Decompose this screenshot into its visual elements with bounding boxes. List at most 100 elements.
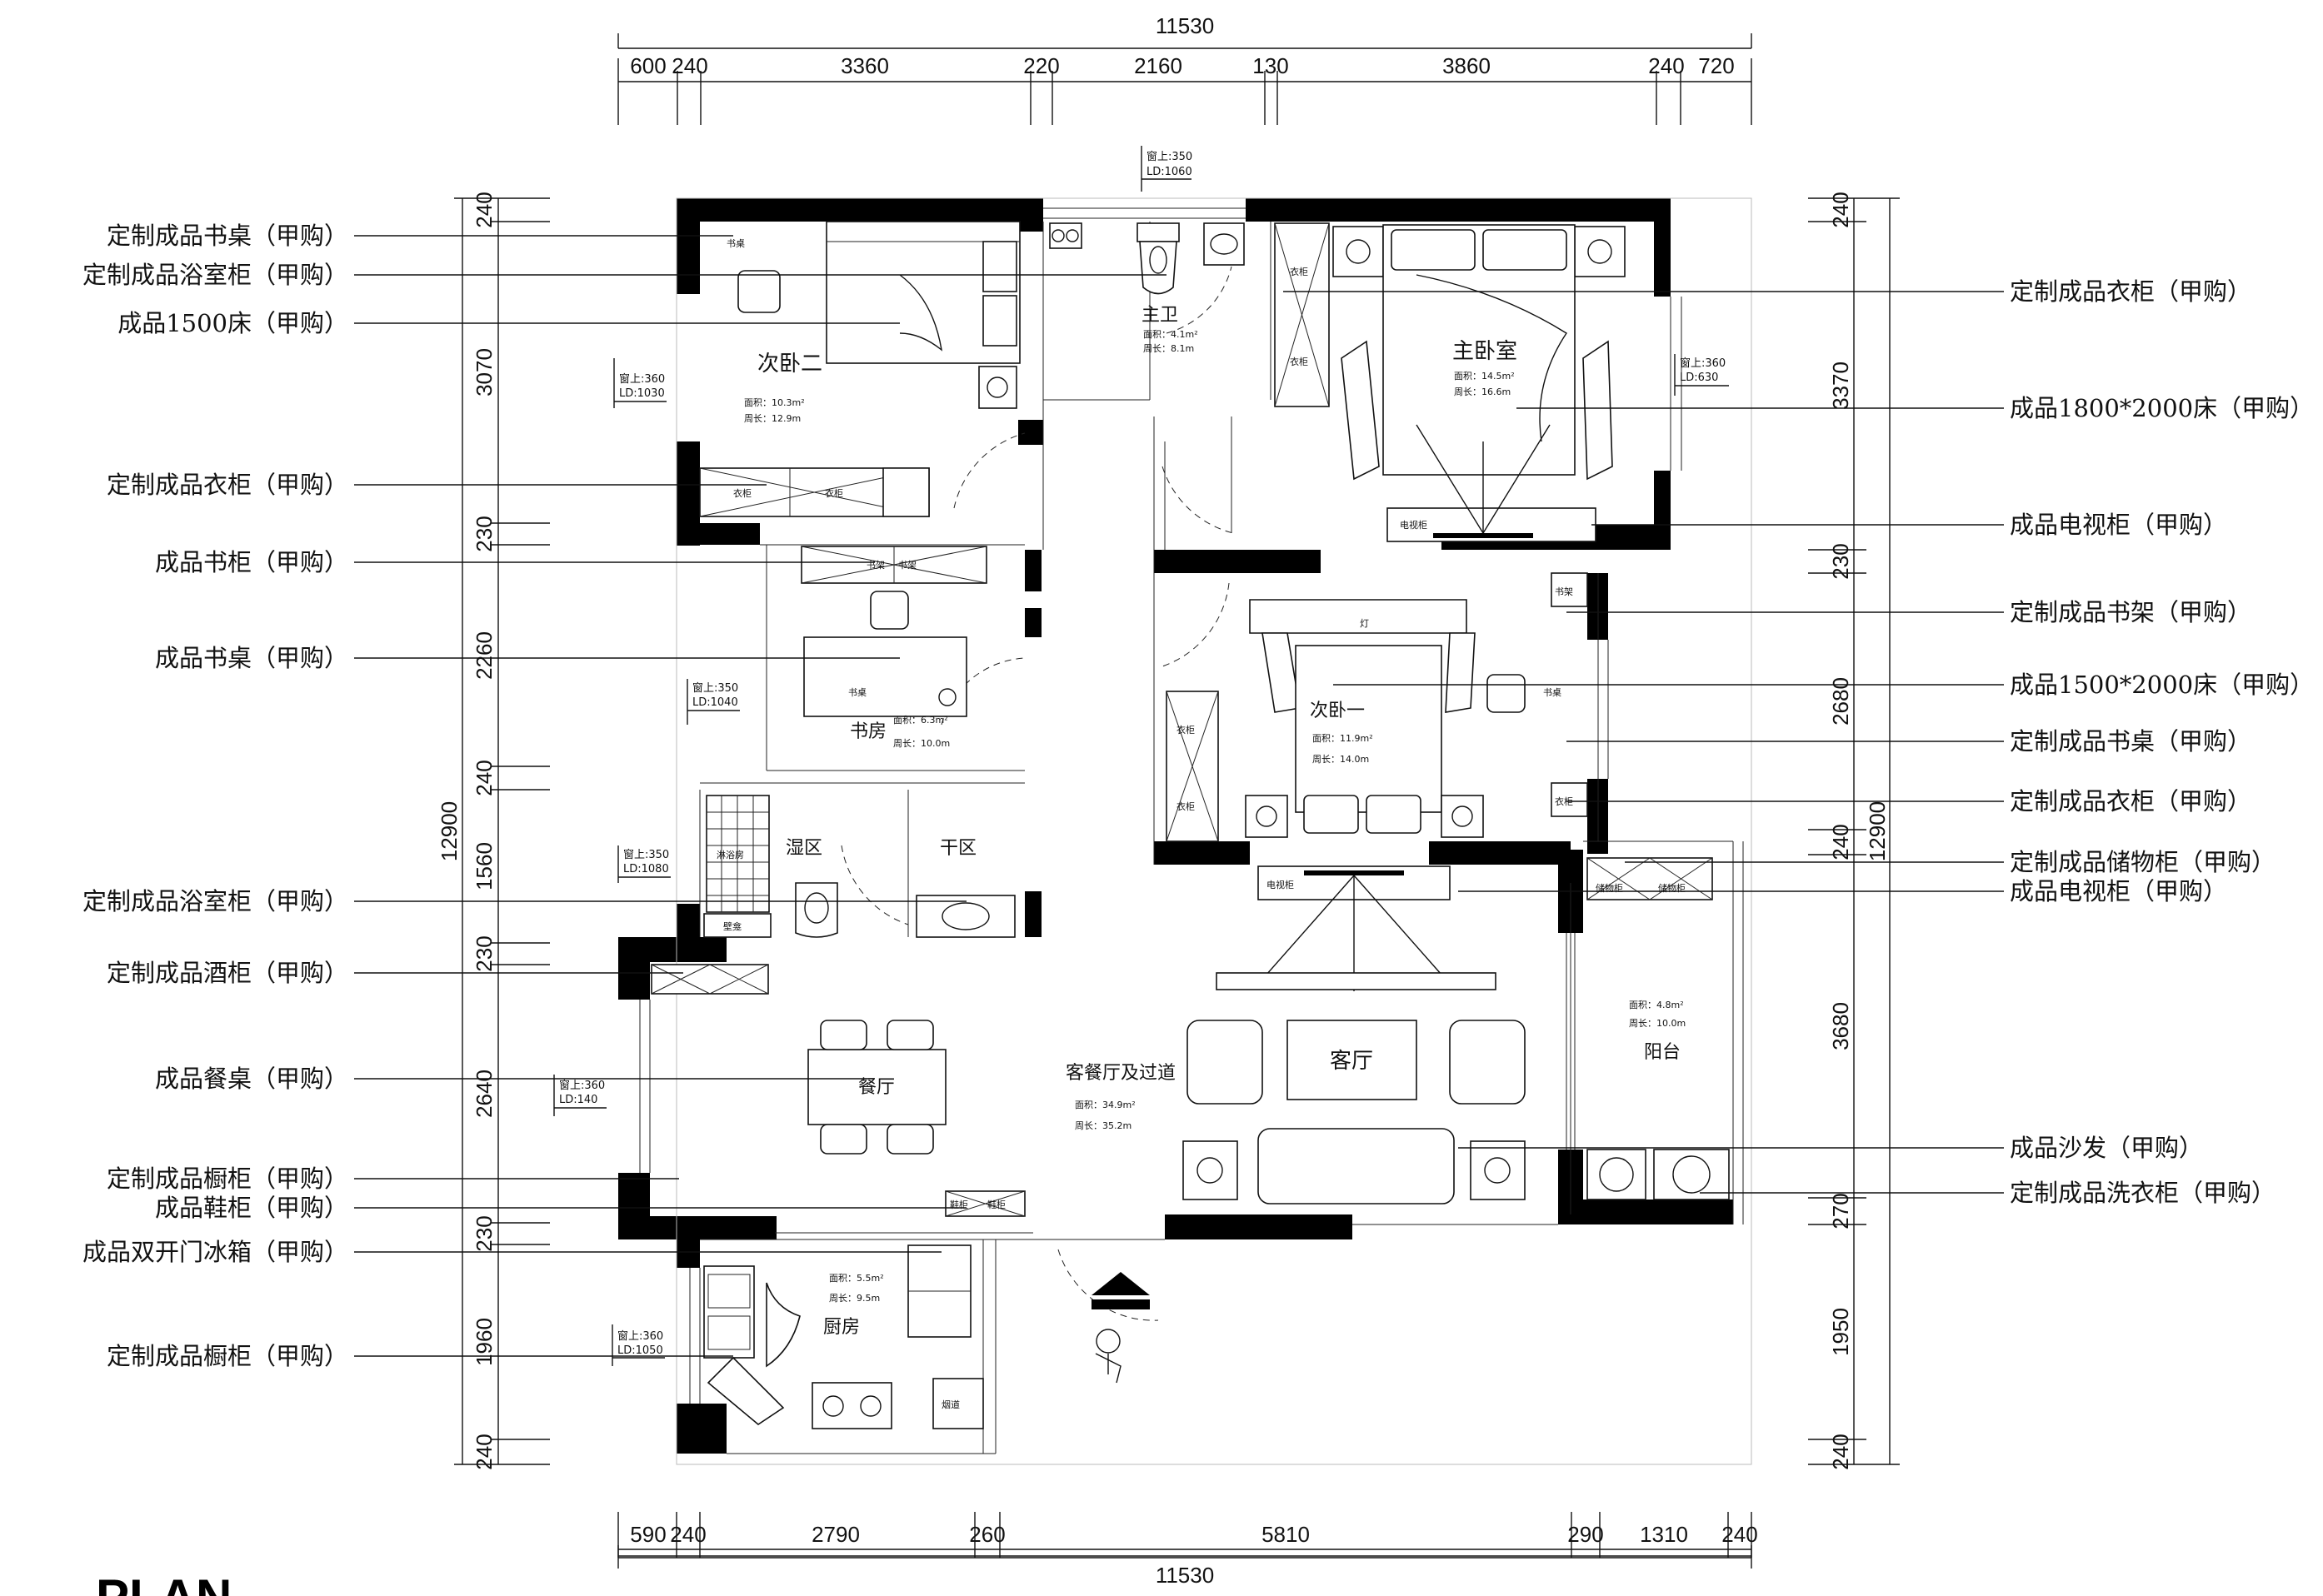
bedroom1-bookshelf-tag: 书架	[1555, 586, 1573, 597]
kitchen-furniture: 烟道 厨房 面积：5.5m² 周长：9.5m	[703, 1244, 984, 1429]
dining-name: 餐厅	[858, 1077, 895, 1098]
top-dim-9: 720	[1698, 53, 1734, 78]
door-swings	[841, 266, 1234, 1321]
right-dim-6: 3680	[1828, 1002, 1853, 1050]
svg-text:LD:1080: LD:1080	[623, 863, 669, 875]
right-label-wardrobe-2: 定制成品衣柜（甲购）	[2010, 787, 2251, 815]
bedroom2-furniture: 书桌 衣柜 衣柜	[699, 221, 1021, 517]
svg-text:窗上:360: 窗上:360	[1680, 357, 1726, 370]
bedroom2-labels: 次卧二 面积：10.3m² 周长：12.9m	[744, 352, 822, 424]
bottom-dim-2: 240	[670, 1522, 706, 1547]
right-dim-1: 240	[1828, 192, 1853, 227]
svg-text:LD:1040: LD:1040	[692, 696, 738, 709]
top-dim-5: 2160	[1134, 53, 1182, 78]
right-label-laundry-cabinet: 定制成品洗衣柜（甲购）	[2010, 1179, 2276, 1207]
top-dim-1: 600	[630, 53, 666, 78]
master-bedroom-name: 主卧室	[1452, 339, 1517, 364]
left-label-bookcase: 成品书柜（甲购）	[155, 548, 348, 576]
bedroom1-area: 面积：11.9m²	[1312, 733, 1373, 744]
left-dim-7: 230	[472, 935, 497, 971]
bedroom1-wardrobe-tag: 衣柜	[1176, 724, 1195, 736]
top-dim-6: 130	[1252, 53, 1288, 78]
study-area: 面积：6.3m²	[893, 715, 948, 726]
kitchen-area: 面积：5.5m²	[829, 1273, 884, 1284]
bedroom2-perimeter: 周长：12.9m	[744, 413, 801, 424]
svg-text:窗上:360: 窗上:360	[559, 1079, 605, 1092]
left-label-bath-cabinet: 定制成品浴室柜（甲购）	[82, 261, 348, 289]
window-tag-3: 窗上:360 LD:630	[1674, 354, 1729, 396]
bath-furniture: 淋浴房 壁龛 湿区 干区	[703, 795, 1016, 938]
window-tag-1: 窗上:350 LD:1060	[1141, 146, 1192, 192]
svg-text:窗上:350: 窗上:350	[692, 681, 738, 695]
living-dining-area: 面积：34.9m²	[1075, 1100, 1136, 1110]
left-total-dim: 12900	[437, 801, 462, 861]
bedroom2-desk-tag: 书桌	[727, 238, 745, 249]
master-bedroom-furniture: 衣柜 衣柜 主卧室 面积：14.5m² 周长：16.6m 电视柜	[1274, 222, 1626, 542]
right-dim-3: 230	[1828, 543, 1853, 579]
svg-text:LD:140: LD:140	[559, 1094, 597, 1106]
bottom-dim-6: 290	[1567, 1522, 1603, 1547]
window-tags: 窗上:350 LD:1060 窗上:360 LD:1030 窗上:360 LD:…	[553, 146, 1729, 1366]
bedroom1-wardrobe-tag-3: 衣柜	[1555, 796, 1573, 807]
left-dim-6: 1560	[472, 842, 497, 890]
right-dim-7: 270	[1828, 1193, 1853, 1229]
right-dim-8: 1950	[1828, 1308, 1853, 1356]
bedroom2-name: 次卧二	[757, 352, 822, 377]
svg-text:LD:1030: LD:1030	[619, 387, 665, 400]
window-tag-5: 窗上:350 LD:1080	[617, 845, 671, 883]
left-label-study-desk: 成品书桌（甲购）	[155, 644, 348, 672]
living-dining-name: 客餐厅及过道	[1066, 1063, 1176, 1084]
right-label-tv-cabinet: 成品电视柜（甲购）	[2010, 511, 2227, 539]
master-bedroom-area: 面积：14.5m²	[1454, 371, 1515, 382]
right-label-sofa: 成品沙发（甲购）	[2010, 1134, 2203, 1162]
flue-tag: 烟道	[942, 1399, 960, 1410]
bottom-dim-3: 2790	[812, 1522, 860, 1547]
bottom-dim-8: 240	[1721, 1522, 1757, 1547]
shoe-cabinet-tag: 鞋柜	[950, 1199, 968, 1210]
left-label-bath-cabinet-2: 定制成品浴室柜（甲购）	[82, 887, 348, 915]
bedroom2-area: 面积：10.3m²	[744, 397, 805, 408]
balcony-storage-tag-2: 储物柜	[1658, 882, 1686, 894]
study-name: 书房	[850, 721, 887, 742]
bottom-dimensions: 11530 590 240 2790 260 5810 290 1310 240	[617, 1512, 1758, 1588]
walls	[618, 198, 1733, 1454]
bottom-dim-7: 1310	[1640, 1522, 1688, 1547]
top-dim-4: 220	[1023, 53, 1059, 78]
left-label-dining-table: 成品餐桌（甲购）	[155, 1065, 348, 1093]
left-dim-8: 2640	[472, 1070, 497, 1118]
shoe-cabinet-tag-2: 鞋柜	[987, 1199, 1006, 1210]
right-label-bed1500: 成品1500*2000床（甲购）	[2010, 671, 2314, 699]
bottom-total-dim: 11530	[1156, 1563, 1214, 1588]
study-desk-tag: 书桌	[848, 687, 867, 698]
left-label-desk: 定制成品书桌（甲购）	[107, 222, 348, 250]
left-label-shoe-cabinet: 成品鞋柜（甲购）	[155, 1194, 348, 1222]
bedroom2-wardrobe-tag: 衣柜	[733, 487, 752, 499]
right-annotations: 定制成品衣柜（甲购） 成品1800*2000床（甲购） 成品电视柜（甲购） 定制…	[1283, 277, 2314, 1207]
living-tv-cabinet-tag: 电视柜	[1266, 879, 1294, 890]
shower-tag: 淋浴房	[717, 850, 744, 860]
master-bedroom-perimeter: 周长：16.6m	[1454, 387, 1511, 397]
top-dim-7: 3860	[1442, 53, 1491, 78]
svg-text:LD:630: LD:630	[1680, 372, 1718, 384]
left-dimensions: 12900 240 3070 230 2260 240 1560 230 264…	[437, 192, 550, 1470]
left-label-fridge: 成品双开门冰箱（甲购）	[82, 1238, 348, 1266]
balcony-area: 面积：4.8m²	[1629, 1000, 1684, 1010]
living-name: 客厅	[1330, 1049, 1373, 1074]
master-wardrobe-tag: 衣柜	[1290, 266, 1308, 277]
study-furniture: 书架 书架 书桌 书房 面积：6.3m² 周长：10.0m	[801, 546, 987, 749]
bottom-dim-1: 590	[630, 1522, 666, 1547]
master-tv-cabinet-tag: 电视柜	[1400, 519, 1427, 531]
window-tag-4: 窗上:350 LD:1040	[687, 679, 740, 725]
kitchen-perimeter: 周长：9.5m	[829, 1293, 880, 1304]
living-furniture: 电视柜 客厅 客餐厅及过道 面积：34.9m² 周长：35.2m	[1066, 865, 1526, 1204]
right-dim-9: 240	[1828, 1434, 1853, 1469]
bedroom1-wardrobe-tag-2: 衣柜	[1176, 800, 1195, 812]
study-bookshelf-tag: 书架	[867, 560, 885, 571]
top-dim-2: 240	[672, 53, 707, 78]
balcony-name: 阳台	[1644, 1042, 1681, 1063]
window-tag-6: 窗上:360 LD:140	[553, 1075, 607, 1116]
bottom-dim-4: 260	[969, 1522, 1005, 1547]
bedroom1-perimeter: 周长：14.0m	[1312, 754, 1369, 765]
right-label-tv-cabinet-2: 成品电视柜（甲购）	[2010, 877, 2227, 905]
